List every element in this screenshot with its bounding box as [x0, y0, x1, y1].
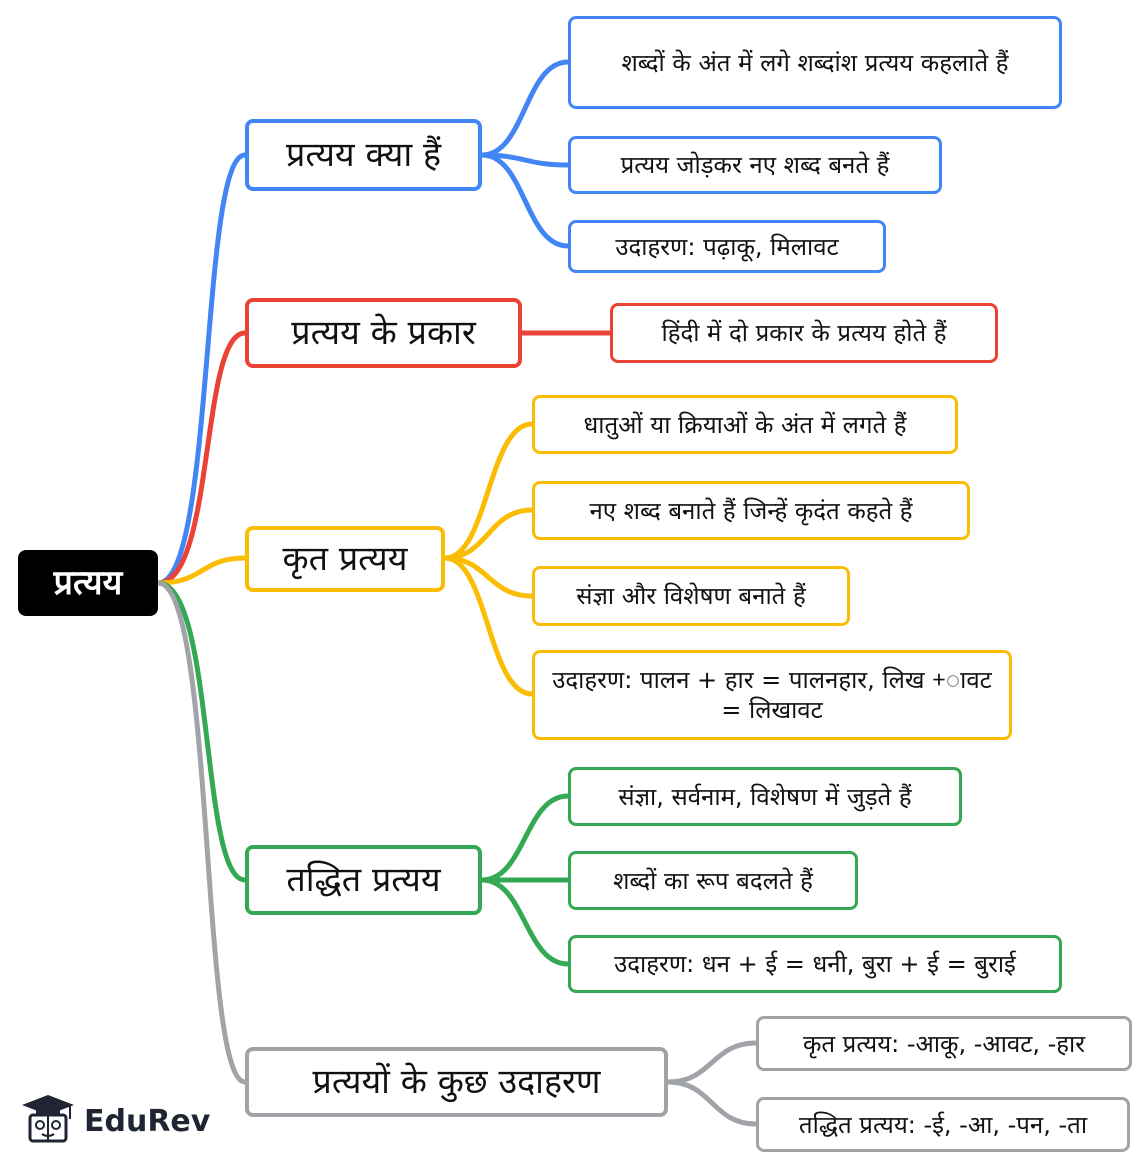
leaf-krit-verbs: धातुओं या क्रियाओं के अंत में लगते हैं — [532, 395, 958, 454]
branch-suffix-examples: प्रत्ययों के कुछ उदाहरण — [245, 1047, 668, 1117]
branch-what-are-suffixes: प्रत्यय क्या हैं — [245, 119, 482, 191]
branch-label: प्रत्यय क्या हैं — [285, 134, 442, 175]
link-root-branch-1 — [155, 152, 248, 586]
leaf-taddhit-form: शब्दों का रूप बदलते हैं — [568, 851, 858, 910]
leaf-text: तद्धित प्रत्यय: -ई, -आ, -पन, -ता — [798, 1110, 1088, 1139]
leaf-krit-list: कृत प्रत्यय: -आकू, -आवट, -हार — [756, 1016, 1132, 1071]
leaf-text: शब्दों का रूप बदलते हैं — [613, 866, 813, 895]
leaf-text: कृत प्रत्यय: -आकू, -आवट, -हार — [802, 1029, 1086, 1058]
branch-label: कृत प्रत्यय — [282, 538, 408, 579]
leaf-text: उदाहरण: पढ़ाकू, मिलावट — [615, 232, 839, 261]
link-b1-leaf-3 — [479, 152, 571, 249]
branch-label: तद्धित प्रत्यय — [286, 859, 441, 900]
link-root-branch-4 — [155, 580, 248, 883]
leaf-text: नए शब्द बनाते हैं जिन्हें कृदंत कहते हैं — [589, 496, 913, 525]
leaf-taddhit-examples: उदाहरण: धन + ई = धनी, बुरा + ई = बुराई — [568, 935, 1062, 993]
link-b3-leaf-3 — [442, 555, 535, 599]
leaf-new-words: प्रत्यय जोड़कर नए शब्द बनते हैं — [568, 136, 942, 194]
link-b5-leaf-1 — [665, 1040, 759, 1085]
edurev-logo: EduRev — [20, 1093, 210, 1149]
link-b3-leaf-1 — [442, 421, 535, 561]
link-root-branch-2 — [155, 330, 248, 586]
leaf-definition: शब्दों के अंत में लगे शब्दांश प्रत्यय कह… — [568, 16, 1062, 109]
root-node: प्रत्यय — [18, 550, 158, 616]
link-root-branch-5 — [155, 580, 248, 1085]
root-label: प्रत्यय — [53, 562, 123, 603]
link-b4-leaf-1 — [479, 793, 571, 883]
leaf-text: प्रत्यय जोड़कर नए शब्द बनते हैं — [620, 151, 890, 179]
leaf-krit-examples: उदाहरण: पालन + हार = पालनहार, लिख +ावट =… — [532, 650, 1012, 740]
link-b3-leaf-2 — [442, 507, 535, 561]
leaf-text: उदाहरण: पालन + हार = पालनहार, लिख +ावट =… — [552, 666, 992, 724]
link-root-branch-3 — [155, 555, 248, 586]
graduation-cap-book-icon — [20, 1093, 76, 1149]
leaf-text: उदाहरण: धन + ई = धनी, बुरा + ई = बुराई — [614, 950, 1016, 978]
leaf-text: शब्दों के अंत में लगे शब्दांश प्रत्यय कह… — [621, 48, 1009, 77]
link-b4-leaf-3 — [479, 877, 571, 967]
leaf-two-types: हिंदी में दो प्रकार के प्रत्यय होते हैं — [610, 303, 998, 363]
branch-label: प्रत्यय के प्रकार — [291, 312, 476, 353]
leaf-krit-kridant: नए शब्द बनाते हैं जिन्हें कृदंत कहते हैं — [532, 481, 970, 540]
branch-krit-suffix: कृत प्रत्यय — [245, 526, 445, 592]
leaf-text: हिंदी में दो प्रकार के प्रत्यय होते हैं — [661, 319, 947, 347]
link-b3-leaf-4 — [442, 555, 535, 697]
leaf-krit-noun-adjective: संज्ञा और विशेषण बनाते हैं — [532, 566, 850, 626]
leaf-text: संज्ञा और विशेषण बनाते हैं — [576, 582, 806, 610]
brand-name: EduRev — [84, 1103, 211, 1139]
leaf-text: संज्ञा, सर्वनाम, विशेषण में जुड़ते हैं — [618, 782, 912, 811]
link-b5-leaf-2 — [665, 1079, 759, 1127]
leaf-taddhit-attach: संज्ञा, सर्वनाम, विशेषण में जुड़ते हैं — [568, 767, 962, 826]
leaf-text: धातुओं या क्रियाओं के अंत में लगते हैं — [583, 410, 907, 439]
branch-types-of-suffixes: प्रत्यय के प्रकार — [245, 298, 522, 368]
branch-taddhit-suffix: तद्धित प्रत्यय — [245, 845, 482, 915]
leaf-taddhit-list: तद्धित प्रत्यय: -ई, -आ, -पन, -ता — [756, 1097, 1130, 1152]
link-b1-leaf-1 — [479, 59, 571, 158]
leaf-examples: उदाहरण: पढ़ाकू, मिलावट — [568, 220, 886, 273]
branch-label: प्रत्ययों के कुछ उदाहरण — [312, 1061, 601, 1102]
